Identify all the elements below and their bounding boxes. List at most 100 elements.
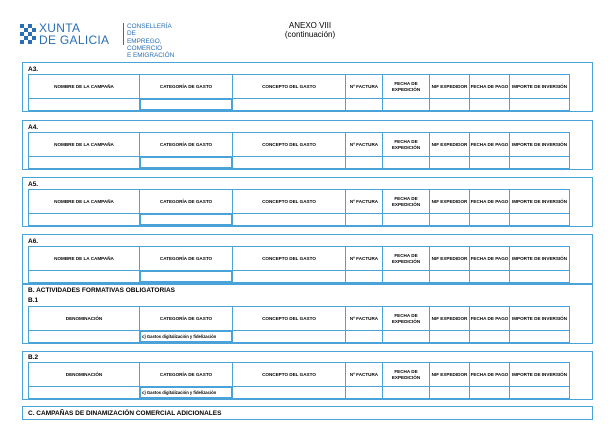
col-invoice-number: Nº FACTURA xyxy=(345,306,383,331)
col-expense-concept: CONCEPTO DEL GASTO xyxy=(232,189,346,214)
department-line-2: EMPREGO, COMERCIO xyxy=(127,37,163,52)
field-invoice-number[interactable] xyxy=(345,156,383,169)
field-denomination[interactable] xyxy=(28,386,140,399)
field-issuer-nif[interactable] xyxy=(429,270,470,283)
field-payment-date[interactable] xyxy=(469,213,510,226)
col-investment-amount: IMPORTE DE INVERSIÓN xyxy=(509,189,570,214)
field-expense-category[interactable] xyxy=(139,213,233,226)
field-investment-amount[interactable] xyxy=(509,98,570,111)
field-issue-date[interactable] xyxy=(382,98,430,111)
field-expense-category[interactable]: c) Gastos digitalización y fidelización xyxy=(139,330,233,343)
field-issuer-nif[interactable] xyxy=(429,330,470,343)
section-a4: A4. NOMBRE DE LA CAMPAÑA CATEGORÍA DE GA… xyxy=(22,120,593,170)
field-expense-category[interactable]: c) Gastos digitalización y fidelización xyxy=(139,386,233,399)
section-a6: A6. NOMBRE DE LA CAMPAÑA CATEGORÍA DE GA… xyxy=(22,234,593,284)
field-expense-concept[interactable] xyxy=(232,386,346,399)
field-denomination[interactable] xyxy=(28,330,140,343)
col-denomination: DENOMINACIÓN xyxy=(28,362,140,387)
col-expense-concept: CONCEPTO DEL GASTO xyxy=(232,132,346,157)
col-expense-category: CATEGORÍA DE GASTO xyxy=(139,246,233,271)
field-investment-amount[interactable] xyxy=(509,270,570,283)
campaign-table-a6: NOMBRE DE LA CAMPAÑA CATEGORÍA DE GASTO … xyxy=(28,246,570,283)
field-invoice-number[interactable] xyxy=(345,213,383,226)
col-issuer-nif: NIF EXPEDIDOR xyxy=(429,306,470,331)
col-invoice-number: Nº FACTURA xyxy=(345,74,383,99)
field-issuer-nif[interactable] xyxy=(429,156,470,169)
field-expense-concept[interactable] xyxy=(232,213,346,226)
col-issue-date: FECHA DE EXPEDICIÓN xyxy=(382,306,430,331)
logo-name: XUNTA DE GALICIA xyxy=(39,22,109,45)
section-a6-label: A6. xyxy=(28,238,39,245)
col-expense-category: CATEGORÍA DE GASTO xyxy=(139,306,233,331)
department-line-3: E EMIGRACIÓN xyxy=(127,52,175,60)
col-issuer-nif: NIF EXPEDIDOR xyxy=(429,74,470,99)
field-payment-date[interactable] xyxy=(469,98,510,111)
field-expense-concept[interactable] xyxy=(232,270,346,283)
col-invoice-number: Nº FACTURA xyxy=(345,132,383,157)
col-issuer-nif: NIF EXPEDIDOR xyxy=(429,189,470,214)
field-campaign-name[interactable] xyxy=(28,156,140,169)
col-campaign-name: NOMBRE DE LA CAMPAÑA xyxy=(28,74,140,99)
xunta-emblem-icon xyxy=(20,24,36,44)
col-issue-date: FECHA DE EXPEDICIÓN xyxy=(382,362,430,387)
col-issuer-nif: NIF EXPEDIDOR xyxy=(429,132,470,157)
field-campaign-name[interactable] xyxy=(28,213,140,226)
field-expense-concept[interactable] xyxy=(232,156,346,169)
field-expense-category[interactable] xyxy=(139,270,233,283)
field-campaign-name[interactable] xyxy=(28,98,140,111)
field-issue-date[interactable] xyxy=(382,270,430,283)
field-expense-concept[interactable] xyxy=(232,98,346,111)
campaign-table-a3: NOMBRE DE LA CAMPAÑA CATEGORÍA DE GASTO … xyxy=(28,74,570,111)
col-expense-category: CATEGORÍA DE GASTO xyxy=(139,132,233,157)
col-payment-date: FECHA DE PAGO xyxy=(469,362,510,387)
col-campaign-name: NOMBRE DE LA CAMPAÑA xyxy=(28,132,140,157)
field-issue-date[interactable] xyxy=(382,330,430,343)
field-issue-date[interactable] xyxy=(382,386,430,399)
campaign-table-a4: NOMBRE DE LA CAMPAÑA CATEGORÍA DE GASTO … xyxy=(28,132,570,169)
field-expense-category[interactable] xyxy=(139,156,233,169)
field-payment-date[interactable] xyxy=(469,156,510,169)
field-invoice-number[interactable] xyxy=(345,270,383,283)
col-denomination: DENOMINACIÓN xyxy=(28,306,140,331)
annex-subtitle: (continuación) xyxy=(284,30,336,39)
col-invoice-number: Nº FACTURA xyxy=(345,362,383,387)
field-investment-amount[interactable] xyxy=(509,156,570,169)
field-issuer-nif[interactable] xyxy=(429,98,470,111)
col-issuer-nif: NIF EXPEDIDOR xyxy=(429,246,470,271)
section-c: C. CAMPAÑAS DE DINAMIZACIÓN COMERCIAL AD… xyxy=(22,406,593,420)
field-payment-date[interactable] xyxy=(469,386,510,399)
training-table-b1: DENOMINACIÓN CATEGORÍA DE GASTO CONCEPTO… xyxy=(28,306,570,343)
department-line-1: CONSELLERÍA DE xyxy=(127,23,172,38)
col-expense-concept: CONCEPTO DEL GASTO xyxy=(232,362,346,387)
field-expense-category[interactable] xyxy=(139,98,233,111)
col-invoice-number: Nº FACTURA xyxy=(345,189,383,214)
field-invoice-number[interactable] xyxy=(345,386,383,399)
col-expense-concept: CONCEPTO DEL GASTO xyxy=(232,74,346,99)
field-issuer-nif[interactable] xyxy=(429,213,470,226)
section-a5-label: A5. xyxy=(28,181,39,188)
section-a4-label: A4. xyxy=(28,124,39,131)
field-invoice-number[interactable] xyxy=(345,98,383,111)
field-issuer-nif[interactable] xyxy=(429,386,470,399)
field-investment-amount[interactable] xyxy=(509,386,570,399)
field-invoice-number[interactable] xyxy=(345,330,383,343)
col-expense-concept: CONCEPTO DEL GASTO xyxy=(232,246,346,271)
col-expense-category: CATEGORÍA DE GASTO xyxy=(139,362,233,387)
section-b: B. ACTIVIDADES FORMATIVAS OBLIGATORIAS B… xyxy=(22,284,593,344)
logo-line-1: XUNTA xyxy=(39,21,81,35)
field-expense-concept[interactable] xyxy=(232,330,346,343)
field-issue-date[interactable] xyxy=(382,156,430,169)
field-issue-date[interactable] xyxy=(382,213,430,226)
annex-heading: ANEXO VIII (continuación) xyxy=(270,21,350,39)
col-investment-amount: IMPORTE DE INVERSIÓN xyxy=(509,132,570,157)
field-investment-amount[interactable] xyxy=(509,213,570,226)
field-payment-date[interactable] xyxy=(469,330,510,343)
field-campaign-name[interactable] xyxy=(28,270,140,283)
field-payment-date[interactable] xyxy=(469,270,510,283)
logo-line-2: DE GALICIA xyxy=(39,32,110,47)
col-issue-date: FECHA DE EXPEDICIÓN xyxy=(382,132,430,157)
col-invoice-number: Nº FACTURA xyxy=(345,246,383,271)
field-investment-amount[interactable] xyxy=(509,330,570,343)
training-table-b2: DENOMINACIÓN CATEGORÍA DE GASTO CONCEPTO… xyxy=(28,362,570,399)
col-investment-amount: IMPORTE DE INVERSIÓN xyxy=(509,246,570,271)
